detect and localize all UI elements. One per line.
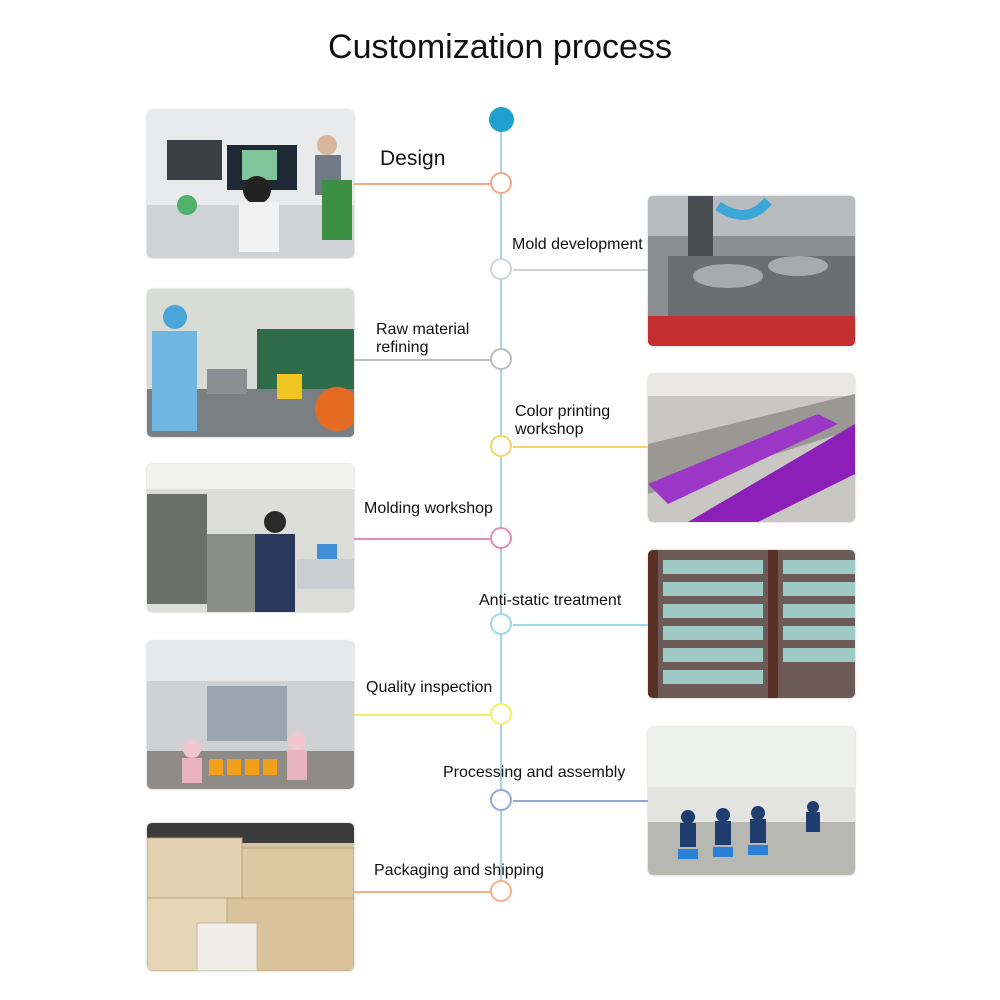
cartons-photo — [147, 823, 354, 971]
step-label-processing-and-assembly: Processing and assembly — [443, 764, 626, 781]
material-refining-photo — [147, 289, 354, 437]
assembly-line-photo — [648, 727, 855, 875]
molding-workshop-photo — [147, 464, 354, 612]
drying-racks-photo — [648, 550, 855, 698]
step-node-anti-static-treatment — [490, 613, 512, 635]
connector-molding-workshop — [354, 538, 491, 540]
office-design-photo — [147, 110, 354, 258]
step-label-anti-static-treatment: Anti-static treatment — [479, 592, 622, 609]
step-label-mold-development: Mold development — [512, 236, 643, 253]
step-label-packaging-and-shipping: Packaging and shipping — [374, 862, 544, 879]
step-label-color-printing-workshop: Color printing workshop — [515, 403, 611, 438]
step-node-raw-material-refining — [490, 348, 512, 370]
step-label-molding-workshop: Molding workshop — [364, 500, 493, 517]
connector-anti-static-treatment — [513, 624, 648, 626]
step-node-molding-workshop — [490, 527, 512, 549]
step-label-raw-material-refining: Raw material refining — [376, 321, 470, 356]
step-node-packaging-and-shipping — [490, 880, 512, 902]
page-title: Customization process — [328, 28, 672, 66]
connector-color-printing-workshop — [513, 446, 648, 448]
timeline-spine — [500, 120, 502, 892]
cnc-machine-photo — [648, 196, 855, 346]
step-node-design — [490, 172, 512, 194]
connector-raw-material-refining — [354, 359, 491, 361]
inspection-photo — [147, 641, 354, 789]
connector-quality-inspection — [354, 714, 491, 716]
step-label-quality-inspection: Quality inspection — [366, 679, 493, 696]
timeline-start-dot — [489, 107, 514, 132]
step-label-design: Design — [380, 147, 446, 170]
printing-workshop-photo — [648, 374, 855, 522]
connector-design — [354, 183, 491, 185]
step-node-quality-inspection — [490, 703, 512, 725]
connector-mold-development — [513, 269, 648, 271]
connector-processing-and-assembly — [513, 800, 648, 802]
connector-packaging-and-shipping — [354, 891, 491, 893]
step-node-color-printing-workshop — [490, 435, 512, 457]
step-node-processing-and-assembly — [490, 789, 512, 811]
step-node-mold-development — [490, 258, 512, 280]
